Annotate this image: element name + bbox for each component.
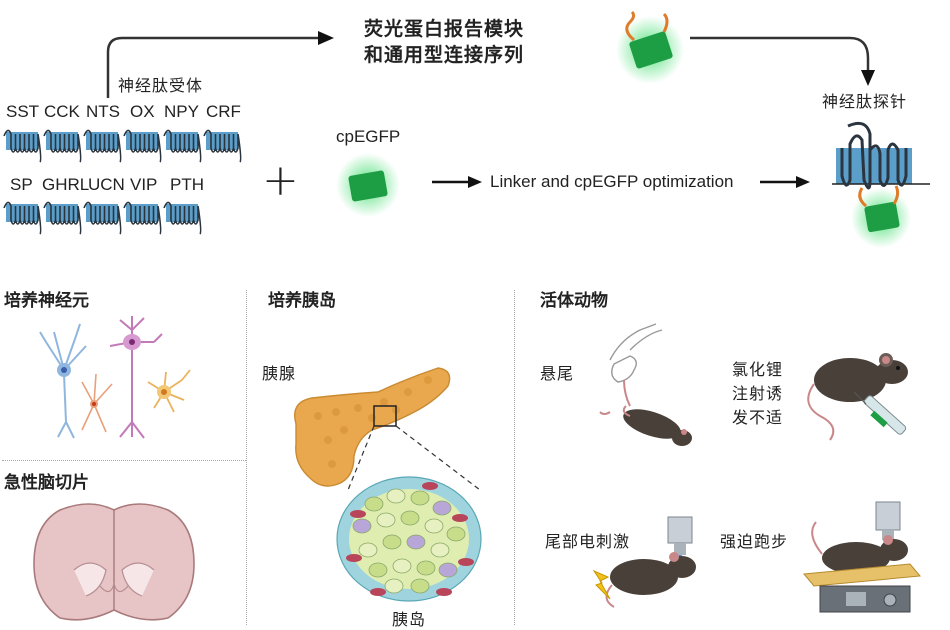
receptor-icon	[163, 201, 202, 235]
islet-vessel	[436, 588, 452, 596]
section-title-live-animals: 活体动物	[540, 291, 608, 311]
islet-cell	[438, 562, 458, 578]
receptor-icon	[163, 129, 202, 163]
receptor-icon	[83, 129, 122, 163]
pancreas-label: 胰腺	[262, 364, 297, 383]
islet-cell	[358, 542, 378, 558]
receptor-label: CRF	[206, 102, 241, 121]
forced-running-label: 强迫跑步	[720, 532, 789, 551]
islet-cell	[446, 526, 466, 542]
pancreas-illustration	[294, 367, 451, 487]
optimization-label: Linker and cpEGFP optimization	[490, 172, 734, 191]
islet-cell	[400, 510, 420, 526]
neuropeptide-probe	[832, 121, 930, 248]
receptor-header: 神经肽受体	[118, 76, 204, 95]
islet-cell	[386, 488, 406, 504]
tail-shock-label: 尾部电刺激	[545, 532, 631, 551]
receptor-icon	[43, 129, 82, 163]
title-line1: 荧光蛋白报告模块	[364, 18, 525, 40]
licl-label-line3: 发不适	[732, 408, 784, 427]
receptor-label: NPY	[164, 102, 199, 121]
receptor-label: PTH	[170, 175, 204, 194]
islet-vessel	[458, 558, 474, 566]
receptor-icon	[3, 129, 42, 163]
islet-cell	[430, 542, 450, 558]
divider	[514, 290, 515, 625]
tail-shock-mouse	[592, 516, 696, 608]
section-title-cultured-neurons: 培养神经元	[4, 291, 89, 311]
islet-cell	[424, 518, 444, 534]
islet-cell	[384, 578, 404, 594]
licl-label-line1: 氯化锂	[732, 360, 784, 379]
divider	[246, 290, 247, 625]
receptor-label: OX	[130, 102, 155, 121]
islet-cell	[410, 578, 430, 594]
receptor-icon	[43, 201, 82, 235]
tail-suspension-mouse	[599, 323, 692, 446]
licl-injection-mouse	[807, 353, 908, 441]
receptor-label: SST	[6, 102, 40, 121]
islet-cell	[352, 518, 372, 534]
islet-cell	[432, 500, 452, 516]
islet-cell	[368, 562, 388, 578]
islet-vessel	[452, 514, 468, 522]
receptor-label: CCK	[44, 102, 80, 121]
receptor-icon	[3, 201, 42, 235]
receptor-icon	[123, 129, 162, 163]
islet-cell	[364, 496, 384, 512]
islet-cell	[376, 512, 396, 528]
receptor-icon	[203, 129, 242, 163]
gfp-module-top	[616, 10, 684, 84]
receptor-label: GHRL	[42, 175, 90, 194]
cpegfp-icon	[336, 153, 400, 217]
islet-cell	[416, 560, 436, 576]
section-title-acute-slices: 急性脑切片	[4, 473, 89, 493]
neurons-illustration	[39, 316, 191, 439]
receptor-icons	[3, 129, 242, 235]
islet-cell	[392, 558, 412, 574]
licl-label-line2: 注射诱	[732, 384, 784, 403]
receptor-icon	[123, 201, 162, 235]
brain-slice	[33, 503, 195, 621]
receptor-label: NTS	[86, 102, 120, 121]
receptor-label: UCN	[88, 175, 125, 194]
islet-vessel	[350, 510, 366, 518]
islet-vessel	[422, 482, 438, 490]
forced-running-mouse	[803, 501, 921, 613]
islet-vessel	[370, 588, 386, 596]
islet-label: 胰岛	[392, 610, 427, 629]
islet-cell	[406, 534, 426, 550]
arrow-right-1	[432, 176, 482, 188]
title-line2: 和通用型连接序列	[364, 44, 525, 66]
receptor-label: VIP	[130, 175, 158, 194]
receptor-icon	[83, 201, 122, 235]
islet-vessel	[346, 554, 362, 562]
receptor-label: SP	[10, 175, 33, 194]
plus-sign: +	[262, 155, 299, 206]
tail-suspension-label: 悬尾	[540, 364, 575, 383]
islet-cell	[410, 490, 430, 506]
arrow-right-2	[760, 176, 810, 188]
islet-illustration	[336, 476, 482, 602]
probe-label: 神经肽探针	[822, 92, 908, 111]
section-title-cultured-islets: 培养胰岛	[268, 291, 336, 311]
divider	[2, 460, 246, 461]
cpegfp-label: cpEGFP	[336, 127, 401, 146]
islet-cell	[382, 534, 402, 550]
